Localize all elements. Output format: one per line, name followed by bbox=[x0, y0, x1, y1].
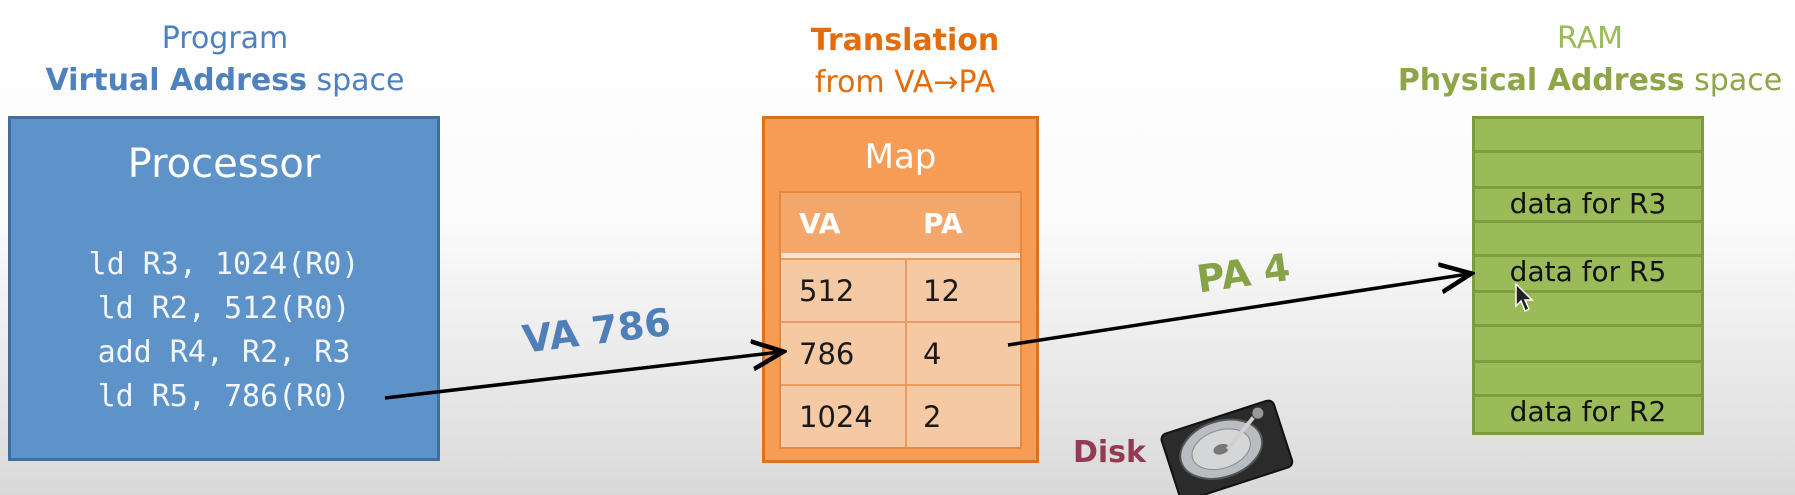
ram-heading-line2: Physical Address space bbox=[1390, 60, 1790, 102]
processor-title: Processor bbox=[127, 141, 321, 187]
translation-heading-line2: from VA→PA bbox=[814, 65, 996, 100]
code-line: ld R3, 1024(R0) bbox=[88, 247, 360, 282]
processor-box: Processor ld R3, 1024(R0) ld R2, 512(R0)… bbox=[8, 116, 440, 461]
map-table: VA PA 512 12 786 4 1024 2 bbox=[779, 191, 1022, 449]
map-row: 786 4 bbox=[781, 321, 1020, 384]
code-line: add R4, R2, R3 bbox=[97, 335, 351, 370]
ram-row: data for R3 bbox=[1475, 189, 1701, 223]
code-line: ld R2, 512(R0) bbox=[97, 291, 351, 326]
hard-disk-icon bbox=[1160, 399, 1294, 495]
physical-address-bold: Physical Address bbox=[1397, 63, 1685, 98]
ram-row bbox=[1475, 293, 1701, 327]
map-row: 512 12 bbox=[781, 258, 1020, 321]
program-heading-line2: Virtual Address space bbox=[20, 60, 430, 102]
map-cell-pa: 12 bbox=[923, 274, 960, 308]
physical-address-rest: space bbox=[1684, 63, 1783, 98]
mouse-pointer-icon bbox=[1515, 282, 1534, 313]
ram-box: data for R3 data for R5 data for R2 bbox=[1472, 116, 1704, 435]
ram-row bbox=[1475, 153, 1701, 189]
map-row-divider bbox=[905, 260, 907, 321]
pa-arrow bbox=[1007, 274, 1468, 347]
map-title: Map bbox=[864, 137, 937, 177]
map-cell-va: 512 bbox=[799, 274, 855, 308]
ram-row bbox=[1475, 363, 1701, 397]
map-header-va: VA bbox=[799, 207, 841, 240]
ram-row bbox=[1475, 223, 1701, 257]
ram-row bbox=[1475, 119, 1701, 153]
map-cell-va: 786 bbox=[799, 337, 855, 371]
translation-heading-line1: Translation bbox=[810, 23, 1000, 58]
va-arrow bbox=[384, 352, 780, 400]
map-cell-pa: 4 bbox=[923, 337, 942, 371]
disk-label: Disk bbox=[1073, 435, 1146, 470]
map-box: Map VA PA 512 12 786 4 1024 2 bbox=[762, 116, 1039, 463]
program-heading-line1: Program bbox=[161, 21, 289, 56]
map-row-divider bbox=[905, 323, 907, 384]
map-row-divider bbox=[905, 386, 907, 447]
ram-row: data for R2 bbox=[1509, 395, 1667, 428]
virtual-address-rest: space bbox=[306, 63, 405, 98]
ram-row: data for R5 bbox=[1475, 257, 1701, 293]
map-cell-pa: 2 bbox=[923, 400, 942, 434]
processor-code: ld R3, 1024(R0) ld R2, 512(R0) add R4, R… bbox=[11, 243, 437, 419]
map-header-pa: PA bbox=[923, 207, 963, 240]
map-row: 1024 2 bbox=[781, 384, 1020, 447]
virtual-address-bold: Virtual Address bbox=[45, 63, 307, 98]
map-table-header: VA PA bbox=[781, 193, 1020, 258]
ram-row bbox=[1475, 327, 1701, 363]
program-heading: Program Virtual Address space bbox=[20, 18, 430, 102]
code-line: ld R5, 786(R0) bbox=[97, 379, 351, 414]
ram-heading-line1: RAM bbox=[1556, 21, 1624, 56]
map-cell-va: 1024 bbox=[799, 400, 873, 434]
ram-heading: RAM Physical Address space bbox=[1390, 18, 1790, 102]
translation-heading: Translation from VA→PA bbox=[740, 20, 1070, 104]
